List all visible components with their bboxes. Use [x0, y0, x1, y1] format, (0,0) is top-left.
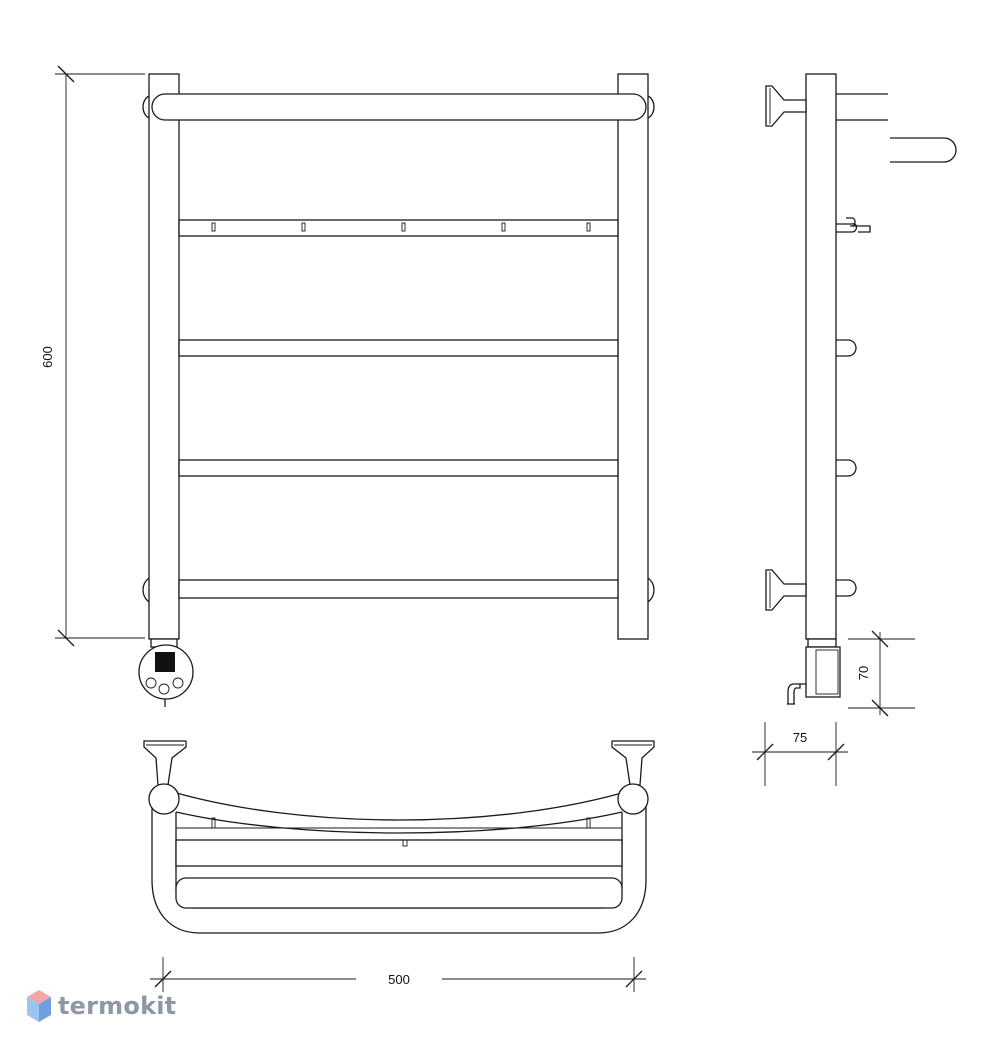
- side-rung-4: [836, 579, 857, 597]
- depth-label: 75: [793, 730, 807, 745]
- bottom-mount-right: [647, 577, 655, 603]
- heater-button-left: [145, 677, 157, 689]
- side-heater-body: [805, 646, 841, 698]
- wall-mount-top: [765, 85, 807, 127]
- side-rung-3: [836, 459, 857, 477]
- side-top-rail-end: [890, 137, 957, 163]
- side-post: [805, 73, 837, 640]
- side-heater-cable: [787, 683, 806, 704]
- rung-pins: [211, 222, 591, 232]
- top-rail-mount-right: [647, 95, 655, 119]
- top-wall-mount-left: [143, 740, 187, 786]
- side-view: 70 75: [752, 73, 957, 786]
- heater-button-middle: [158, 683, 170, 695]
- top-rail: [151, 93, 647, 121]
- width-label: 500: [388, 972, 410, 987]
- heater-display: [155, 652, 175, 672]
- height-label: 600: [40, 346, 55, 368]
- brand-cube-icon: [27, 990, 51, 1022]
- top-view-curved-rail: [165, 789, 633, 821]
- depth-dimension: 75: [752, 722, 848, 786]
- rung-1: [178, 219, 619, 237]
- top-wall-mount-right: [611, 740, 655, 786]
- top-post-right: [617, 783, 649, 815]
- width-dimension: 500: [150, 957, 646, 992]
- heater-height-dimension: 70: [848, 630, 915, 717]
- front-view: 600: [40, 65, 655, 707]
- rung-4: [178, 579, 619, 599]
- side-heater-neck: [807, 638, 837, 648]
- side-hook: [836, 217, 871, 233]
- right-post: [617, 73, 649, 640]
- left-post: [148, 73, 180, 640]
- bottom-mount-left: [142, 577, 150, 603]
- side-rung-2: [836, 339, 857, 357]
- rung-3: [178, 459, 619, 477]
- heater-height-label: 70: [856, 666, 871, 680]
- top-view-outer-frame: [151, 800, 647, 934]
- height-dimension: 600: [40, 65, 145, 647]
- top-view-rung-1: [175, 839, 623, 867]
- brand-name: termokit: [58, 992, 177, 1020]
- brand-logo: termokit: [26, 988, 176, 1024]
- top-rail-mount-left: [142, 95, 150, 119]
- top-post-left: [148, 783, 180, 815]
- wall-mount-bottom: [765, 569, 807, 611]
- top-view: 500: [143, 740, 655, 992]
- rung-2: [178, 339, 619, 357]
- heater-button-right: [172, 677, 184, 689]
- top-view-rung-2: [175, 877, 623, 909]
